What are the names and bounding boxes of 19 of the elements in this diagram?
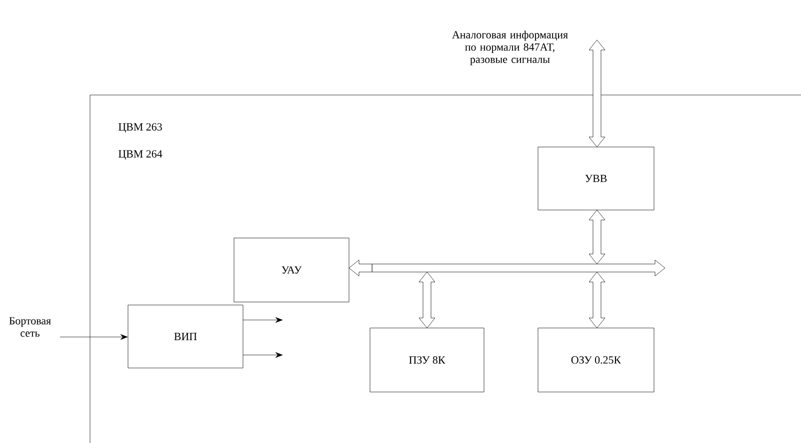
block-box: УАУ (234, 238, 350, 302)
arrow (60, 334, 128, 340)
signal-label: Аналоговая информация по нормали 847АТ, разовые сигналы (452, 30, 568, 66)
block-box: ПЗУ 8К (370, 328, 484, 392)
arrow (242, 352, 283, 358)
block-label: ЦВМ 263 (118, 123, 162, 133)
arrow (242, 317, 283, 323)
hollow-arrow (588, 210, 606, 264)
block-label: ЦВМ 264 (118, 150, 162, 160)
hollow-arrow (588, 40, 606, 148)
data-bus (372, 260, 666, 276)
block-box: ОЗУ 0.25К (538, 328, 654, 392)
block-box: УВВ (538, 146, 654, 210)
block-box: ВИП (128, 304, 244, 368)
hollow-arrow (348, 260, 372, 276)
hollow-arrow (418, 272, 436, 328)
signal-label: Бортовая сеть (9, 317, 51, 337)
hollow-arrow (588, 272, 606, 328)
frame (90, 94, 801, 443)
